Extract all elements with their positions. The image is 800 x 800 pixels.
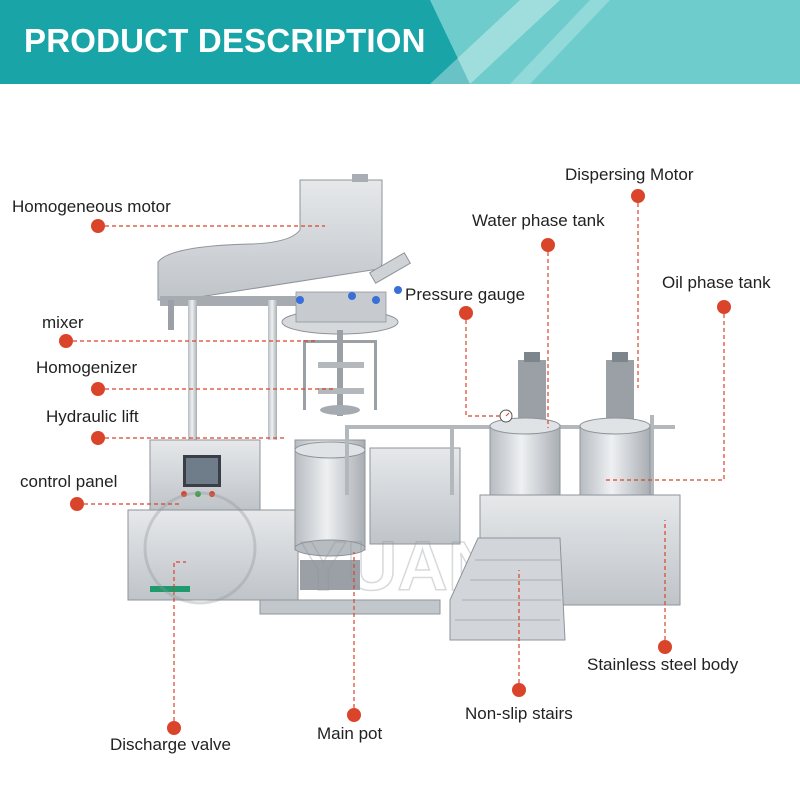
label-dispersing-motor: Dispersing Motor — [565, 165, 694, 184]
mixer-paddles — [303, 330, 377, 416]
label-non-slip-stairs: Non-slip stairs — [465, 704, 573, 723]
marker-non-slip-stairs — [512, 683, 526, 697]
marker-homogeneous-motor — [91, 219, 105, 233]
label-stainless-steel-body: Stainless steel body — [587, 655, 739, 674]
marker-mixer — [59, 334, 73, 348]
header-banner: PRODUCT DESCRIPTION — [0, 0, 800, 84]
label-homogenizer: Homogenizer — [36, 358, 138, 377]
banner-stripe-decoration — [430, 0, 800, 84]
marker-hydraulic-lift — [91, 431, 105, 445]
leader-lines — [66, 196, 725, 728]
marker-main-pot — [347, 708, 361, 722]
label-main-pot: Main pot — [317, 724, 383, 743]
water-phase-tank — [489, 352, 561, 496]
page-title: PRODUCT DESCRIPTION — [24, 22, 426, 59]
lift-columns — [168, 300, 277, 440]
marker-stainless-steel-body — [658, 640, 672, 654]
oil-phase-tank — [579, 352, 651, 496]
label-hydraulic-lift: Hydraulic lift — [46, 407, 139, 426]
marker-pressure-gauge — [459, 306, 473, 320]
label-mixer: mixer — [42, 313, 84, 332]
control-cabinet — [127, 439, 299, 601]
label-pressure-gauge: Pressure gauge — [405, 285, 526, 304]
pressure-gauge-icon — [499, 409, 513, 423]
label-discharge-valve: Discharge valve — [110, 735, 231, 754]
marker-homogenizer — [91, 382, 105, 396]
lid-assembly — [281, 252, 412, 335]
machine-illustration: YUANYU — [59, 174, 731, 735]
stairs — [449, 537, 566, 641]
label-oil-phase-tank: Oil phase tank — [662, 273, 771, 292]
label-water-phase-tank: Water phase tank — [472, 211, 605, 230]
label-homogeneous-motor: Homogeneous motor — [12, 197, 171, 216]
marker-dispersing-motor — [631, 189, 645, 203]
marker-control-panel — [70, 497, 84, 511]
marker-dots — [59, 189, 731, 735]
label-control-panel: control panel — [20, 472, 118, 491]
motor-housing — [157, 174, 383, 306]
marker-oil-phase-tank — [717, 300, 731, 314]
marker-water-phase-tank — [541, 238, 555, 252]
marker-discharge-valve — [167, 721, 181, 735]
